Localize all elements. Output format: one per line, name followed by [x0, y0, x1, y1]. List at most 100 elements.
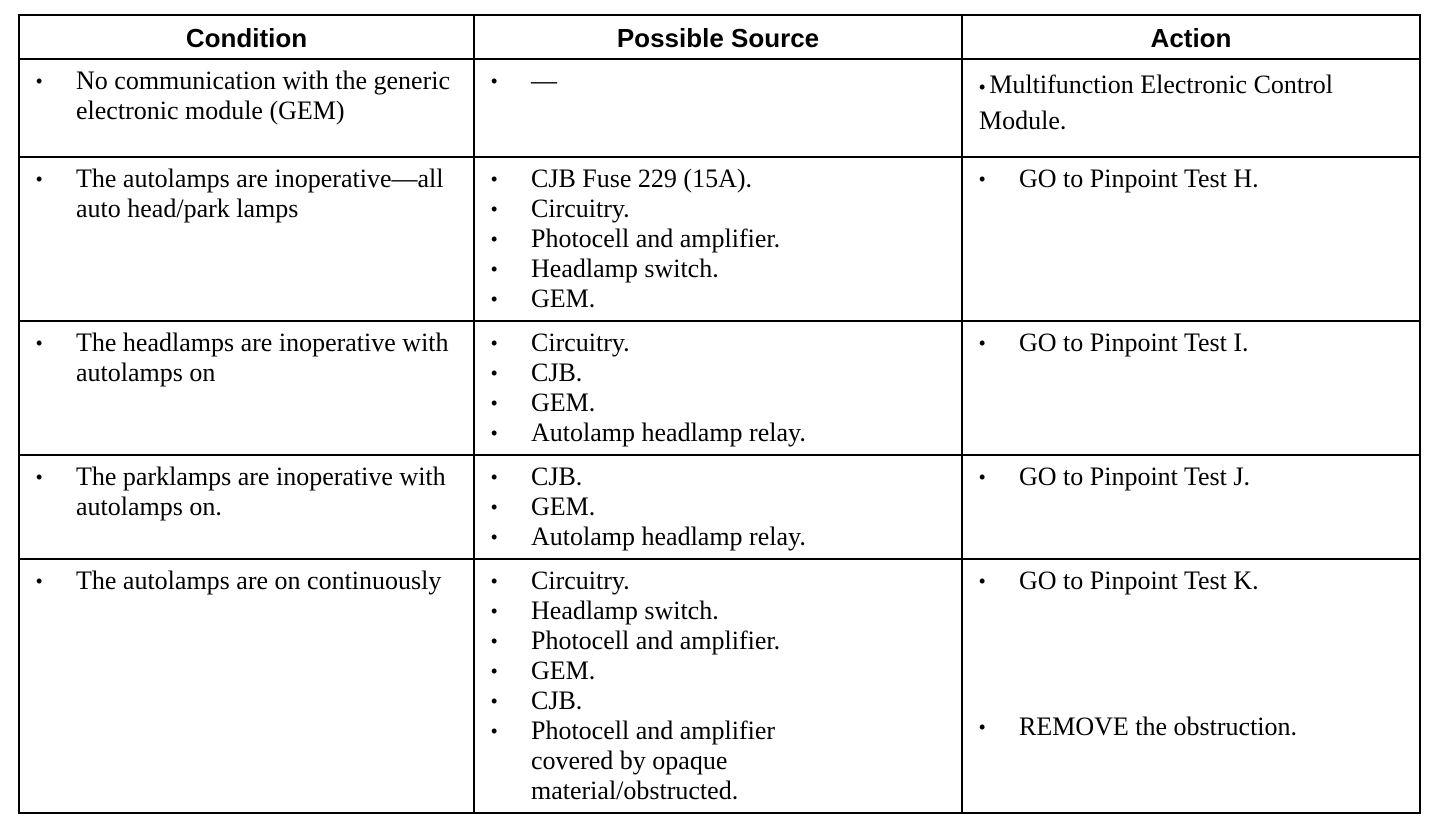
condition-text: The headlamps are inoperative with autol… — [76, 328, 449, 387]
source-text: — — [531, 66, 557, 95]
action-cell: • GO to Pinpoint Test H. — [961, 156, 1421, 322]
source-item: • Circuitry. — [475, 328, 955, 358]
bullet-icon: • — [979, 333, 986, 353]
bullet-icon: • — [979, 717, 986, 737]
source-text: Circuitry. — [531, 194, 630, 223]
condition-text: The autolamps are inoperative—all auto h… — [76, 164, 444, 223]
condition-cell: • No communication with the generic elect… — [18, 58, 475, 158]
bullet-icon: • — [36, 71, 43, 91]
bullet-icon: • — [491, 527, 498, 547]
action-item: • GO to Pinpoint Test H. — [963, 164, 1413, 194]
source-cell: •— — [473, 58, 963, 158]
bullet-icon: • — [36, 169, 43, 189]
source-item: • Photocell and amplifier. — [475, 224, 955, 254]
action-text: REMOVE the obstruction. — [1019, 712, 1298, 741]
action-item: • GO to Pinpoint Test I. — [963, 328, 1413, 358]
action-text: GO to Pinpoint Test K. — [1019, 566, 1259, 595]
table-row: • The parklamps are inoperative with auto… — [18, 454, 1421, 560]
diagnostic-table-container: Condition Possible Source Action • No com… — [18, 14, 1421, 814]
source-item: •CJB Fuse 229 (15A). — [475, 164, 955, 194]
source-text: Circuitry. — [531, 328, 630, 357]
source-cell: •CJB Fuse 229 (15A). • Circuitry. • Photoc… — [473, 156, 963, 322]
source-text: Circuitry. — [531, 566, 630, 595]
bullet-icon: • — [491, 289, 498, 309]
source-cell: •Circuitry. •Headlamp switch. •Photocell… — [473, 558, 963, 814]
condition-cell: • The headlamps are inoperative with auto… — [18, 320, 475, 456]
condition-item: • The autolamps are inoperative—all auto … — [20, 164, 467, 224]
bullet-icon: • — [491, 631, 498, 651]
source-item: • Autolamp headlamp relay. — [475, 418, 955, 448]
source-text: GEM. — [531, 284, 596, 313]
condition-item: • The headlamps are inoperative with auto… — [20, 328, 467, 388]
bullet-icon: • — [36, 333, 43, 353]
source-text: Headlamp switch. — [531, 596, 719, 625]
source-text: Autolamp headlamp relay. — [531, 418, 806, 447]
source-item: •— — [475, 66, 955, 96]
condition-text: No communication with the generic electr… — [76, 66, 451, 125]
condition-cell: • The autolamps are inoperative—all auto … — [18, 156, 475, 322]
header-possible-source: Possible Source — [473, 14, 963, 60]
bullet-icon: • — [491, 199, 498, 219]
source-text: Photocell and amplifier. — [531, 224, 781, 253]
table-row: • The headlamps are inoperative with auto… — [18, 320, 1421, 456]
table-row: • No communication with the generic elect… — [18, 58, 1421, 158]
source-item: • GEM. — [475, 388, 955, 418]
table-row: • The autolamps are inoperative—all auto … — [18, 156, 1421, 322]
bullet-icon: • — [491, 423, 498, 443]
action-item: • GO to Pinpoint Test J. — [963, 462, 1413, 492]
condition-cell: • The autolamps are on continuously — [18, 558, 475, 814]
source-item: • Circuitry. — [475, 194, 955, 224]
action-cell: • GO to Pinpoint Test I. — [961, 320, 1421, 456]
source-text: GEM. — [531, 388, 596, 417]
bullet-icon: • — [491, 393, 498, 413]
bullet-icon: • — [491, 229, 498, 249]
source-item: •Circuitry. — [475, 566, 955, 596]
condition-text: The parklamps are inoperative with autol… — [76, 462, 446, 521]
source-item: • GEM. — [475, 492, 955, 522]
source-item: • Headlamp switch. — [475, 596, 955, 626]
bullet-icon: • — [491, 169, 498, 189]
source-text: GEM. — [531, 492, 596, 521]
source-text: CJB. — [531, 462, 583, 491]
source-text: GEM. — [531, 656, 596, 685]
source-item: • Headlamp switch. — [475, 254, 955, 284]
action-text: GO to Pinpoint Test I. — [1019, 328, 1249, 357]
source-text: CJB. — [531, 358, 583, 387]
source-item: •CJB. — [475, 358, 955, 388]
source-cell: • CJB. • GEM. •Autolamp headlamp relay. — [473, 454, 963, 560]
bullet-icon: • — [491, 467, 498, 487]
source-text: Photocell and amplifier. — [531, 626, 781, 655]
action-text: GO to Pinpoint Test H. — [1019, 164, 1259, 193]
symptom-chart-table: Condition Possible Source Action • No com… — [18, 14, 1421, 814]
bullet-icon: • — [979, 77, 986, 97]
action-cell: •Multifunction Electronic Control Module… — [961, 58, 1421, 158]
header-action: Action — [961, 14, 1421, 60]
header-row: Condition Possible Source Action — [18, 14, 1421, 60]
action-text: GO to Pinpoint Test J. — [1019, 462, 1251, 491]
table-row: •The autolamps are on continuously •Circ… — [18, 558, 1421, 814]
condition-cell: • The parklamps are inoperative with auto… — [18, 454, 475, 560]
action-text: Multifunction Electronic Control Module. — [979, 70, 1334, 135]
bullet-icon: • — [979, 467, 986, 487]
bullet-icon: • — [491, 259, 498, 279]
bullet-icon: • — [491, 601, 498, 621]
source-item: • GEM. — [475, 656, 955, 686]
source-text: Headlamp switch. — [531, 254, 719, 283]
bullet-icon: • — [36, 571, 43, 591]
condition-item: • No communication with the generic elect… — [20, 66, 467, 126]
bullet-icon: • — [36, 467, 43, 487]
bullet-icon: • — [491, 691, 498, 711]
bullet-icon: • — [491, 71, 498, 91]
condition-text: The autolamps are on continuously — [76, 566, 442, 595]
bullet-icon: • — [491, 333, 498, 353]
bullet-icon: • — [491, 497, 498, 517]
source-item: • CJB. — [475, 462, 955, 492]
bullet-icon: • — [979, 169, 986, 189]
bullet-icon: • — [491, 661, 498, 681]
source-item: • GEM. — [475, 284, 955, 314]
action-item: • REMOVE the obstruction. — [963, 712, 1413, 742]
bullet-icon: • — [979, 571, 986, 591]
spacer — [963, 596, 1413, 712]
condition-item: • The autolamps are on continuously — [20, 566, 467, 596]
source-item: •Autolamp headlamp relay. — [475, 522, 955, 552]
